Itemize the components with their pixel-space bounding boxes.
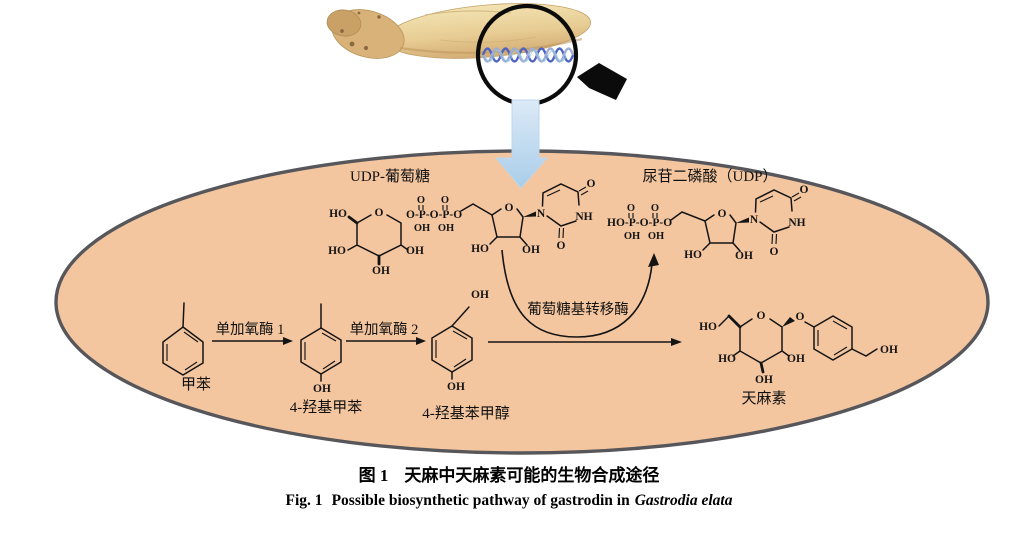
atom-oh: OH <box>471 289 489 301</box>
hydroxytoluene-label: 4-羟基甲苯 <box>290 399 363 416</box>
atom-o: O <box>441 195 449 206</box>
caption-en: Fig. 1 Possible biosynthetic pathway of g… <box>286 492 733 509</box>
monooxygenase2-label: 单加氧酶 2 <box>350 321 419 338</box>
atom-o: O <box>627 203 635 214</box>
link-o: O <box>796 311 805 323</box>
atom-o: O <box>800 184 809 196</box>
toluene-structure: 甲苯 <box>162 302 211 393</box>
caption-en-species: Gastrodia elata <box>635 492 733 509</box>
blue-down-arrow-icon <box>494 99 549 189</box>
atom-oh: OH <box>406 245 424 257</box>
atom-ho: HO <box>718 353 736 365</box>
atom-oh: OH <box>414 223 430 234</box>
udp-label: 尿苷二磷酸（UDP） <box>642 168 777 185</box>
hydroxybenzyl-alcohol-structure: OH OH 4-羟基苯甲醇 <box>422 289 510 422</box>
hydroxytoluene-structure: OH 4-羟基甲苯 <box>290 303 363 416</box>
caption-zh: 图 1 天麻中天麻素可能的生物合成途径 <box>359 465 660 485</box>
caption-zh-fig-label: 图 1 <box>359 466 389 485</box>
gastrodia-tuber-illustration <box>326 3 592 59</box>
atom-o: O <box>417 195 425 206</box>
atom-oh: OH <box>447 381 465 393</box>
hydroxybenzyl-alcohol-label: 4-羟基苯甲醇 <box>422 405 510 422</box>
ring-nh: NH <box>575 211 592 223</box>
ring-n: N <box>750 214 759 226</box>
gastrodin-label: 天麻素 <box>741 390 786 407</box>
ring-n: N <box>537 208 546 220</box>
monooxygenase1-arrow: 单加氧酶 1 <box>212 321 293 345</box>
atom-o: O <box>587 178 596 190</box>
toluene-label: 甲苯 <box>181 376 211 393</box>
atom-o: O <box>651 203 659 214</box>
glucosyltransferase-label: 葡萄糖基转移酶 <box>527 301 629 318</box>
atom-o: O <box>770 246 779 258</box>
phosphate-chain: O-P-O-P-O <box>406 209 462 221</box>
ring-o: O <box>375 207 384 219</box>
caption-zh-text: 天麻中天麻素可能的生物合成途径 <box>404 465 659 485</box>
atom-oh: OH <box>880 344 898 356</box>
atom-oh: OH <box>624 231 640 242</box>
udp-structure: 尿苷二磷酸（UDP） HO-P-O-P-O O O OH OH O HO OH … <box>607 168 809 262</box>
cell-compartment-ellipse <box>54 149 990 455</box>
ring-o: O <box>505 202 514 214</box>
atom-ho: HO <box>329 208 347 220</box>
atom-ho: HO <box>471 243 489 255</box>
ring-o: O <box>718 208 727 220</box>
atom-o: O <box>557 240 566 252</box>
gastrodin-structure: O HO O HO OH OH OH 天麻素 <box>699 310 898 407</box>
main-pathway-arrow <box>488 338 682 346</box>
atom-oh: OH <box>438 223 454 234</box>
phosphate-chain: HO-P-O-P-O <box>607 217 672 229</box>
udp-glucose-structure: UDP-葡萄糖 O HO HO OH OH O-P-O-P-O O O OH O… <box>328 168 595 277</box>
monooxygenase2-arrow: 单加氧酶 2 <box>346 321 426 345</box>
atom-ho: HO <box>684 249 702 261</box>
atom-ho: HO <box>328 245 346 257</box>
atom-oh: OH <box>787 353 805 365</box>
black-pointer-icon <box>577 63 627 100</box>
atom-oh: OH <box>372 265 390 277</box>
ring-o: O <box>757 310 766 322</box>
atom-oh: OH <box>648 231 664 242</box>
atom-ho: HO <box>699 321 717 333</box>
udp-glucose-label: UDP-葡萄糖 <box>350 168 430 185</box>
atom-oh: OH <box>735 250 753 262</box>
atom-oh: OH <box>313 383 331 395</box>
atom-oh: OH <box>522 244 540 256</box>
dna-helix-icon <box>481 47 575 63</box>
atom-oh: OH <box>755 374 773 386</box>
glucosyltransferase-arrow: 葡萄糖基转移酶 <box>501 249 659 338</box>
monooxygenase1-label: 单加氧酶 1 <box>216 321 285 338</box>
caption-en-fig-label: Fig. 1 <box>286 492 323 509</box>
caption-en-text: Possible biosynthetic pathway of gastrod… <box>332 492 631 509</box>
ring-nh: NH <box>788 217 805 229</box>
